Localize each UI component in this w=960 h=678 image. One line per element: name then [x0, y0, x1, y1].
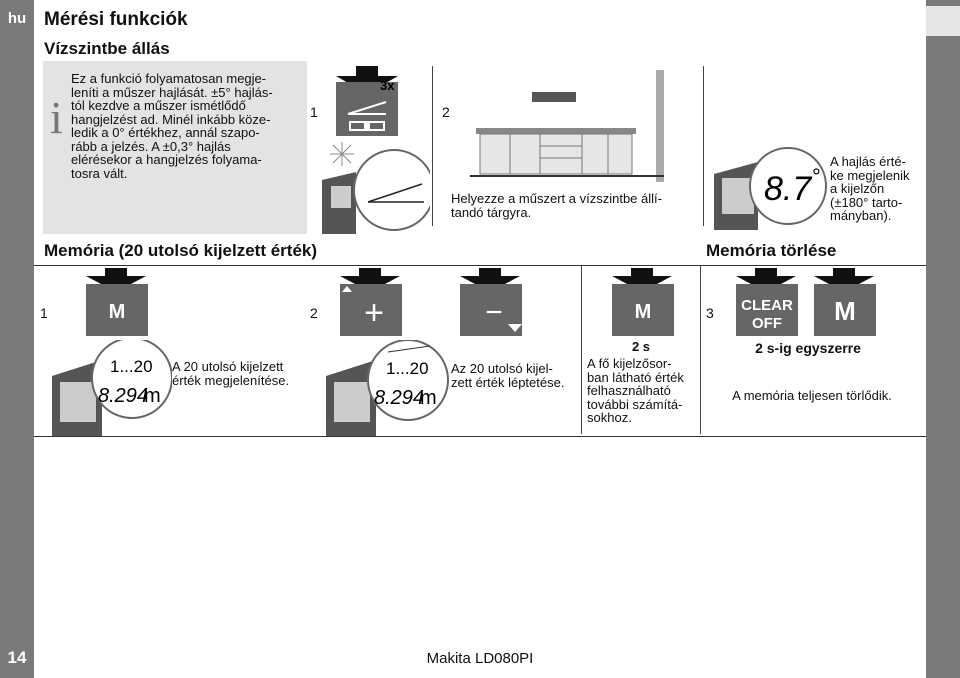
clear-key-label-2: OFF [752, 315, 782, 332]
memory-text-2: Az 20 utolsó kijel- zett érték léptetése… [451, 361, 565, 390]
memory-hold-key-label: M [635, 301, 652, 323]
memory-index: 1...20 [386, 359, 429, 378]
tilt-step-1: 1 [310, 104, 318, 120]
memory-key-label: M [109, 301, 126, 323]
up-triangle-icon [342, 286, 352, 292]
laser-star-icon [330, 142, 354, 166]
angle-line-1 [367, 183, 423, 203]
memory-step-1: 1 [40, 305, 48, 321]
tilt-display-value: 8.7 [764, 170, 812, 208]
left-margin-bar [0, 0, 34, 678]
memory-value: 8.294 [98, 385, 148, 407]
kitchen-counter-illustration [470, 70, 664, 182]
tilt-note-text: Ez a funkció folyamatosan megje- leníti … [71, 71, 273, 181]
section-rule [34, 265, 926, 266]
device-body-icon [322, 172, 356, 234]
clear-m-key-label: M [834, 296, 856, 326]
info-icon: i [50, 92, 63, 143]
tilt-step2-text: Helyezze a műszert a vízszintbe állí- ta… [451, 191, 662, 220]
memory-index: 1...20 [110, 357, 153, 376]
right-tab-marker [926, 6, 960, 36]
memory-heading: Memória (20 utolsó kijelzett érték) [44, 241, 318, 260]
magnifier-circle [353, 149, 430, 231]
clear-heading: Memória törlése [706, 241, 837, 260]
tilt-display-illustration: 8.7 ° [714, 147, 827, 230]
tilt-step1-illustration: 3x [322, 66, 430, 234]
memory-key [86, 284, 148, 336]
memory-step-2: 2 [310, 305, 318, 321]
minus-key-label: − [485, 296, 503, 329]
memory-unit: m [420, 387, 437, 409]
tilt-display-text: A hajlás érté- ke megjelenik a kijelzőn … [830, 154, 910, 223]
tilt-display-unit: ° [812, 164, 821, 189]
clear-hold-text: 2 s-ig egyszerre [755, 340, 861, 356]
memory-text-1: A 20 utolsó kijelzett érték megjelenítés… [172, 359, 290, 388]
hold-time: 2 s [631, 339, 651, 354]
section-rule-bottom [34, 436, 926, 437]
clear-result-text: A memória teljesen törlődik. [732, 388, 892, 403]
memory-hold-key-illustration: M [612, 268, 674, 336]
tilt-key-icon [336, 82, 398, 136]
down-triangle-icon [508, 324, 522, 332]
clear-m-key-illustration: M [814, 268, 876, 336]
plus-key-illustration: + [340, 268, 402, 336]
memory-unit: m [144, 385, 161, 407]
language-tab: hu [7, 9, 27, 27]
plus-key-label: + [364, 294, 384, 332]
clear-step-3: 3 [706, 305, 714, 321]
divider [703, 66, 704, 226]
divider [432, 66, 433, 226]
memory-hold-key [612, 284, 674, 336]
plus-key [340, 284, 402, 336]
divider [581, 266, 582, 434]
right-margin-bar [926, 0, 960, 678]
tilt-heading: Vízszintbe állás [44, 39, 170, 58]
clear-key [736, 284, 798, 336]
clear-key-illustration: CLEAR OFF [736, 268, 798, 336]
page-number: 14 [7, 647, 27, 667]
footer-model: Makita LD080PI [426, 650, 534, 667]
minus-key-illustration: − [460, 268, 522, 336]
clear-m-key [814, 284, 876, 336]
scroll-arrow-icon [387, 345, 431, 353]
page-title: Mérési funkciók [44, 9, 188, 30]
press-count: 3x [380, 78, 395, 93]
memory-value: 8.294 [374, 387, 424, 409]
divider [700, 266, 701, 434]
tilt-step-2: 2 [442, 104, 450, 120]
memory-display-illustration: 1...20 8.294 m [52, 340, 172, 436]
memory-key-illustration: M [86, 268, 148, 336]
info-note: i Ez a funkció folyamatosan megje- lenít… [43, 61, 307, 234]
memory-step2-display-illustration: 1...20 8.294 m [326, 340, 449, 436]
clear-key-label-1: CLEAR [741, 297, 793, 314]
memory-text-3: A fő kijelzősor- ban látható érték felha… [587, 356, 684, 425]
